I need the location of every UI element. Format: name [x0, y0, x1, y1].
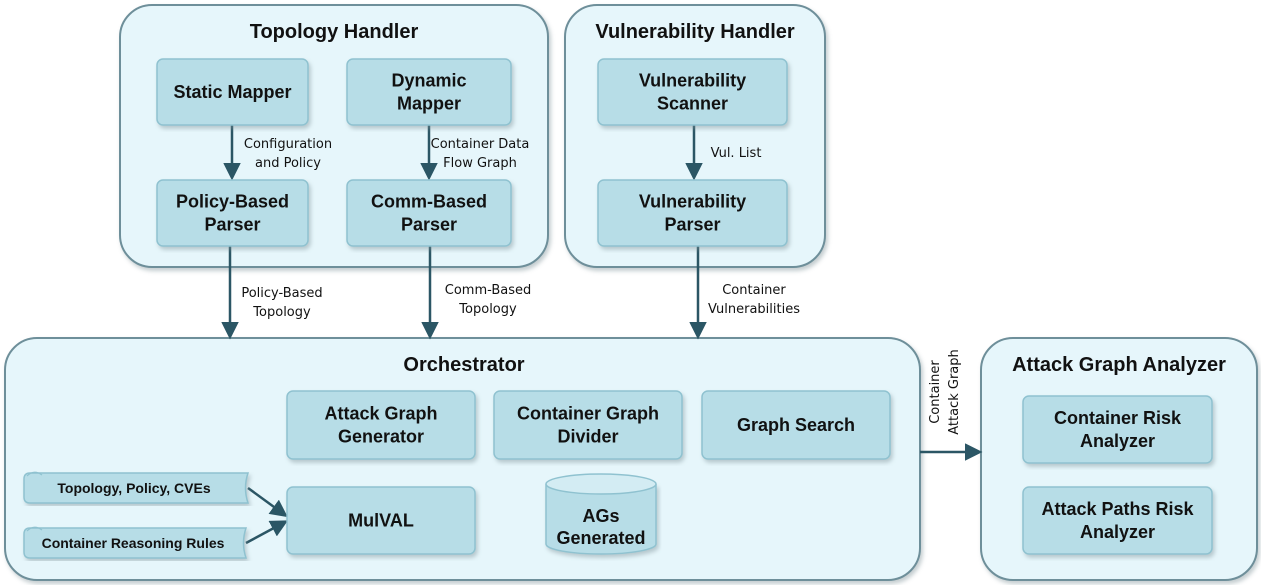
- edges: [221, 125, 983, 545]
- module-frame: [701, 390, 891, 460]
- edge-label-line: and Policy: [255, 156, 321, 171]
- module-frame: [1022, 395, 1213, 464]
- module-label: Policy-Based: [176, 192, 289, 212]
- panel-title: Topology Handler: [250, 21, 419, 43]
- edge-label-line: Flow Graph: [443, 156, 517, 171]
- panel-title: Attack Graph Analyzer: [1012, 354, 1226, 376]
- edge-label-line: Topology: [458, 302, 517, 317]
- container-reasoning-rules-input: Container Reasoning Rules: [23, 526, 248, 559]
- label-configuration-policy: Configuration and Policy: [244, 137, 332, 171]
- module-label: Comm-Based: [371, 192, 487, 212]
- module-label: Static Mapper: [173, 82, 291, 102]
- module-frame: [156, 58, 309, 126]
- module-frame: [156, 179, 309, 247]
- input-curl: [26, 526, 43, 532]
- module-label: Generator: [338, 427, 424, 447]
- arrow-rules-to-mulval: [245, 520, 289, 545]
- edge-label-line: Vulnerabilities: [708, 302, 800, 317]
- edge-label-line: Container: [722, 283, 786, 298]
- module-label: Container Risk: [1054, 408, 1182, 428]
- input-curl: [26, 471, 43, 477]
- module-frame: [346, 179, 512, 247]
- static-mapper-box: Static Mapper: [156, 58, 309, 126]
- module-label: Container Graph: [517, 404, 659, 424]
- edge-label-line: Topology: [252, 305, 311, 320]
- module-label: Analyzer: [1080, 431, 1155, 451]
- label-container-attack-graph: Container Attack Graph: [928, 349, 962, 435]
- module-label: Attack Paths Risk: [1041, 499, 1194, 519]
- module-label: Vulnerability: [639, 192, 746, 212]
- edge-label-line: Policy-Based: [241, 286, 322, 301]
- input-label: Topology, Policy, CVEs: [57, 480, 210, 496]
- edge-label-line: Comm-Based: [445, 283, 532, 298]
- mulval-box: MulVAL: [286, 486, 476, 555]
- module-label: MulVAL: [348, 511, 414, 531]
- module-label: Scanner: [657, 94, 728, 114]
- module-label: Graph Search: [737, 415, 855, 435]
- edge-label-line: Vul. List: [711, 146, 762, 161]
- input-label: Container Reasoning Rules: [42, 535, 225, 551]
- module-frame: [286, 390, 476, 460]
- module-frame: [597, 58, 788, 126]
- edge-label-line: Configuration: [244, 137, 332, 152]
- module-label: Analyzer: [1080, 522, 1155, 542]
- module-frame: [286, 486, 476, 555]
- database-label: Generated: [556, 528, 645, 548]
- graph-search-box: Graph Search: [701, 390, 891, 460]
- topology-policy-cves-input: Topology, Policy, CVEs: [23, 471, 250, 504]
- module-label: Parser: [664, 215, 720, 235]
- module-frame: [346, 58, 512, 126]
- module-frame: [1022, 486, 1213, 555]
- arrow-inputs-to-mulval: [247, 486, 288, 518]
- module-label: Parser: [401, 215, 457, 235]
- input-frame: [23, 527, 248, 559]
- module-frame: [493, 390, 683, 460]
- boxes: Static MapperDynamicMapperPolicy-BasedPa…: [23, 58, 1213, 559]
- database-label: AGs: [582, 506, 619, 526]
- module-label: Parser: [204, 215, 260, 235]
- panel-title: Orchestrator: [403, 354, 524, 376]
- input-frame: [23, 472, 250, 504]
- label-vul-list: Vul. List: [711, 146, 762, 161]
- database-top: [545, 473, 657, 495]
- module-label: Vulnerability: [639, 71, 746, 91]
- database-body: [545, 484, 657, 555]
- module-label: Divider: [557, 427, 618, 447]
- module-label: Attack Graph: [324, 404, 437, 424]
- module-label: Mapper: [397, 94, 461, 114]
- module-frame: [597, 179, 788, 247]
- panel-title: Vulnerability Handler: [595, 21, 795, 43]
- edge-label-line: Container Data: [431, 137, 530, 152]
- edge-labels: Configuration and Policy Container DataFlo…: [241, 137, 962, 435]
- module-label: Dynamic: [391, 71, 466, 91]
- edge-label-line: Attack Graph: [947, 349, 962, 435]
- edge-label-line: Container: [928, 360, 943, 424]
